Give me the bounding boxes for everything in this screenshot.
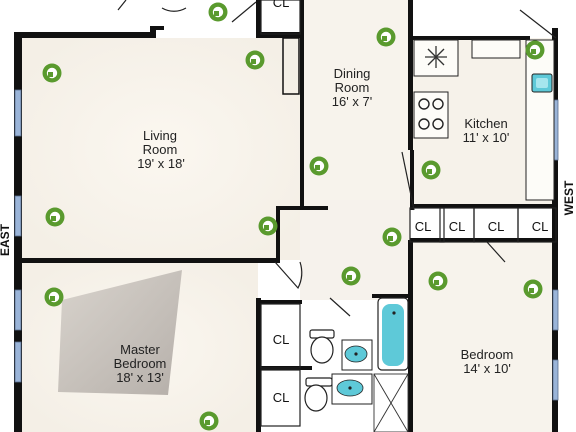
- closet-label-1: CL: [415, 219, 432, 234]
- sink-icon: [531, 73, 553, 93]
- camera-marker-icon[interactable]: [245, 50, 265, 70]
- closet-label-2: CL: [449, 219, 466, 234]
- bedroom-size: 14' x 10': [463, 361, 511, 376]
- camera-marker-icon[interactable]: [44, 287, 64, 307]
- camera-marker-icon[interactable]: [42, 63, 62, 83]
- living-room-size: 19' x 18': [137, 156, 185, 171]
- windows: [14, 89, 559, 401]
- living-room-label-2: Room: [143, 142, 178, 157]
- closet-label-3: CL: [488, 219, 505, 234]
- compass-east: EAST: [0, 223, 12, 256]
- kitchen-size: 11' x 10': [463, 130, 510, 145]
- pillar: [282, 37, 300, 95]
- bathtub-icon: [377, 297, 409, 371]
- camera-marker-icon[interactable]: [208, 2, 228, 22]
- camera-marker-icon[interactable]: [428, 271, 448, 291]
- toilet-icon: [304, 329, 335, 412]
- snowflake-icon: [425, 46, 447, 68]
- closet-label-bath-upper: CL: [273, 332, 290, 347]
- master-bedroom-label: Master: [120, 342, 160, 357]
- closet-label-top: CL: [273, 0, 290, 10]
- bedroom-label: Bedroom: [461, 347, 514, 362]
- dining-room-label-2: Room: [335, 80, 370, 95]
- closet-boxes: [260, 0, 557, 427]
- shaded-area: [58, 270, 182, 395]
- closet-label-4: CL: [532, 219, 549, 234]
- master-bedroom-label-2: Bedroom: [114, 356, 167, 371]
- camera-marker-icon[interactable]: [309, 156, 329, 176]
- camera-marker-icon[interactable]: [525, 40, 545, 60]
- dining-room-label: Dining: [334, 66, 371, 81]
- compass-west: WEST: [562, 180, 576, 215]
- shower-area: [373, 373, 409, 432]
- camera-marker-icon[interactable]: [382, 227, 402, 247]
- camera-marker-icon[interactable]: [523, 279, 543, 299]
- door-swings: [117, 0, 557, 317]
- camera-marker-icon[interactable]: [376, 27, 396, 47]
- camera-marker-icon[interactable]: [258, 216, 278, 236]
- camera-marker-icon[interactable]: [421, 160, 441, 180]
- master-bedroom-size: 18' x 13': [116, 370, 164, 385]
- closet-label-bath-lower: CL: [273, 390, 290, 405]
- dining-room-size: 16' x 7': [332, 94, 372, 109]
- camera-marker-icon[interactable]: [45, 207, 65, 227]
- camera-marker-icon[interactable]: [199, 411, 219, 431]
- bath-sink-icon: [331, 339, 373, 405]
- living-room-label: Living: [143, 128, 177, 143]
- stove-icon: [418, 98, 444, 130]
- kitchen-label: Kitchen: [464, 116, 507, 131]
- camera-marker-icon[interactable]: [341, 266, 361, 286]
